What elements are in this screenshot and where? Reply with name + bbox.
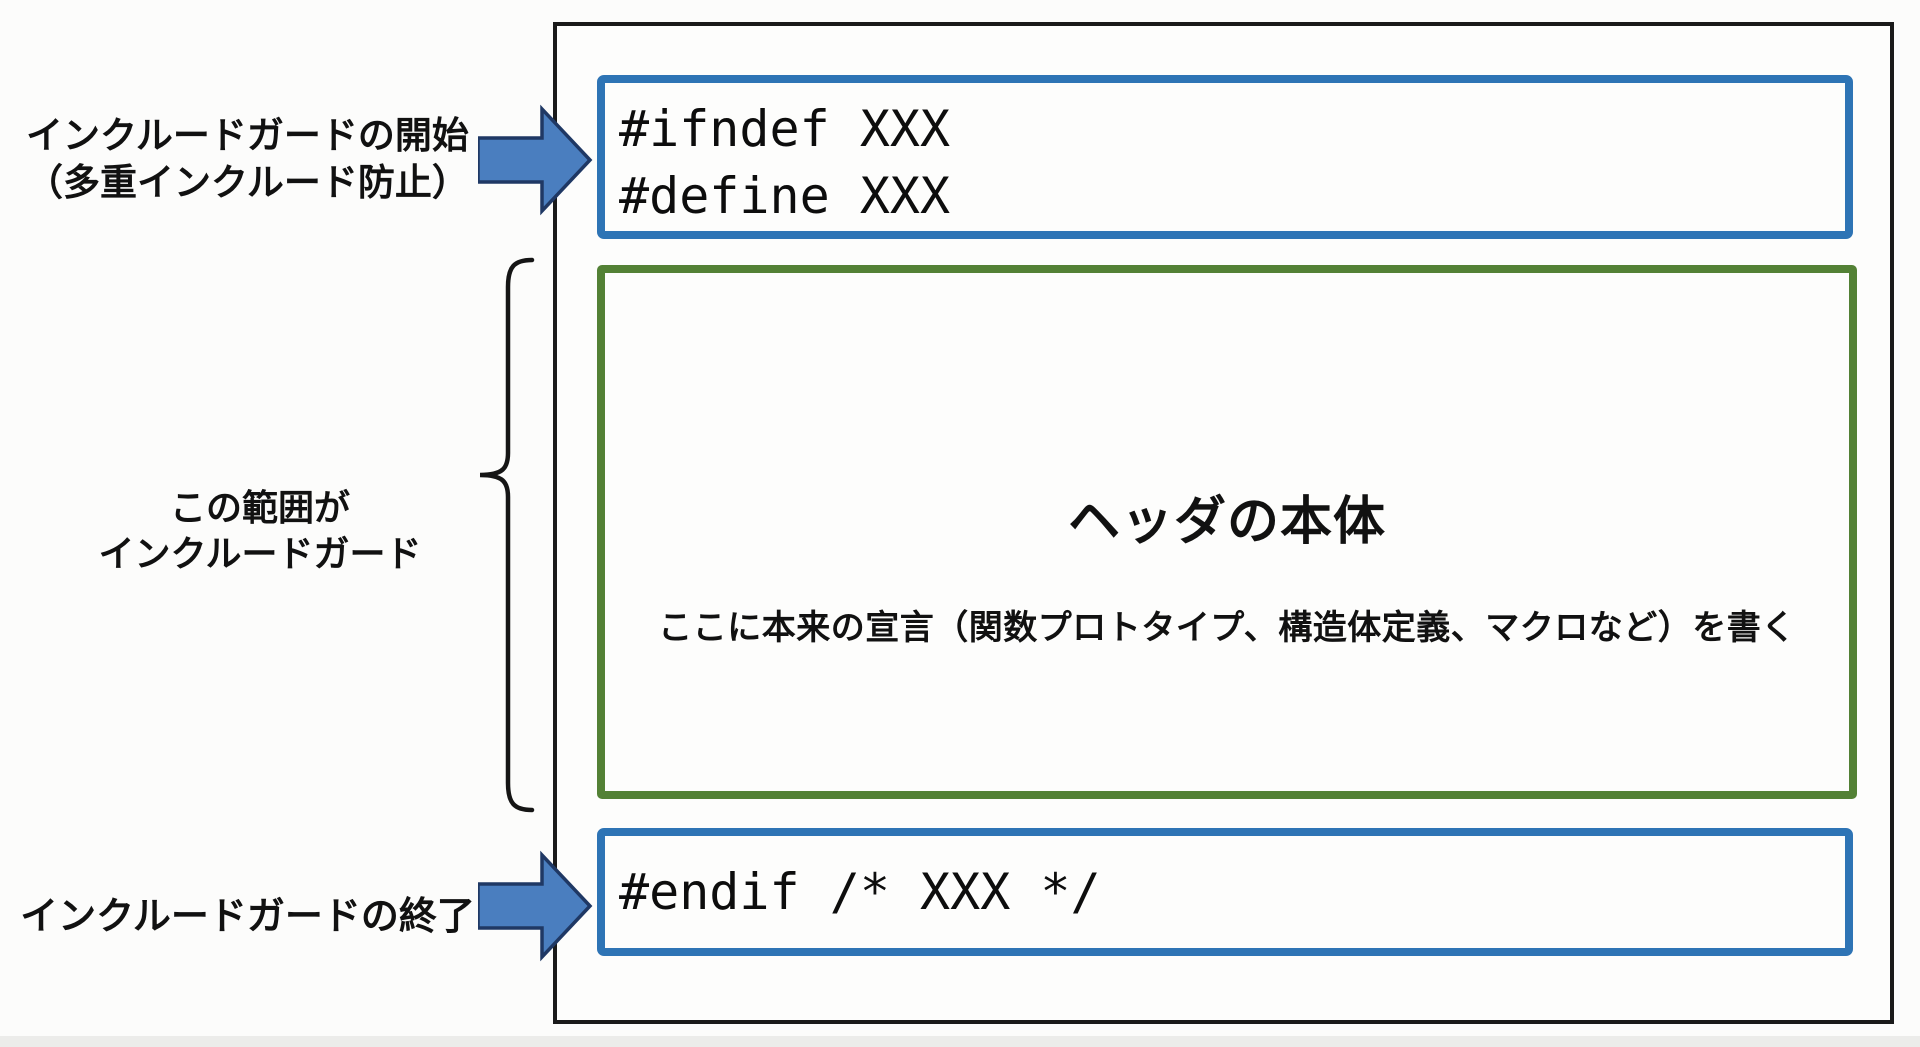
guard-start-label-line2: （多重インクルード防止）	[26, 161, 469, 204]
header-body-description: ここに本来の宣言（関数プロトタイプ、構造体定義、マクロなど）を書く	[658, 608, 1796, 648]
screenshot-bottom-edge	[0, 1036, 1920, 1047]
guard-range-label: この範囲が インクルードガード	[30, 486, 490, 578]
header-body-title: ヘッダの本体	[1067, 492, 1386, 552]
guard-range-label-line1: この範囲が	[169, 488, 350, 529]
code-line-define: #define XXX	[619, 167, 951, 225]
right-arrow-icon-start	[478, 104, 593, 216]
right-arrow-icon-end	[478, 850, 593, 962]
guard-start-label: インクルードガードの開始 （多重インクルード防止）	[15, 112, 480, 206]
code-line-endif: #endif /* XXX */	[619, 863, 1101, 921]
header-body-box: ヘッダの本体 ここに本来の宣言（関数プロトタイプ、構造体定義、マクロなど）を書く	[597, 265, 1857, 799]
code-line-ifndef: #ifndef XXX	[619, 100, 951, 158]
guard-start-code-box: #ifndef XXX #define XXX	[597, 75, 1853, 239]
guard-end-code-box: #endif /* XXX */	[597, 828, 1853, 956]
guard-end-label: インクルードガードの終了	[20, 894, 475, 938]
guard-range-label-line2: インクルードガード	[98, 534, 422, 575]
guard-start-label-line1: インクルードガードの開始	[26, 114, 469, 157]
curly-brace-icon	[479, 257, 535, 813]
